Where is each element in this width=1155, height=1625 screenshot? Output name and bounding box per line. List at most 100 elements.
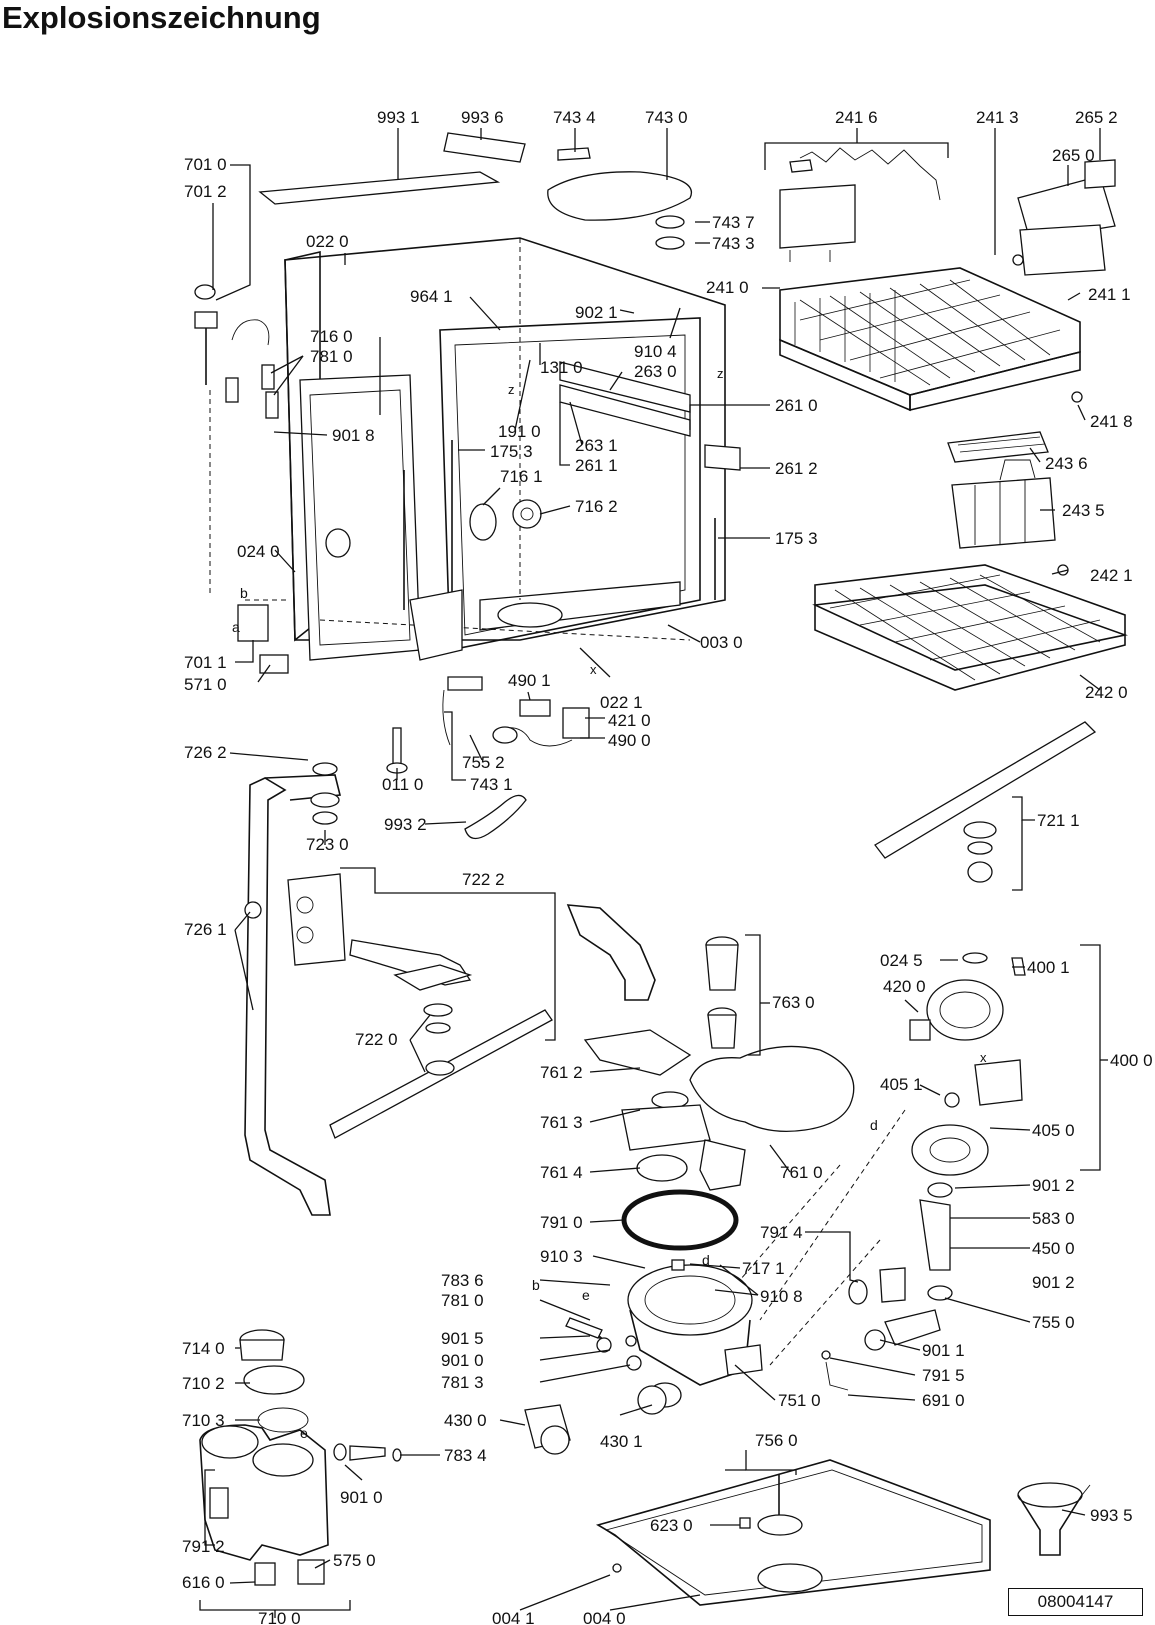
part-label: 583 0: [1032, 1209, 1075, 1228]
letter-mark: e: [582, 1287, 590, 1303]
part-label: 743 7: [712, 213, 755, 232]
part-label: 721 1: [1037, 811, 1080, 830]
water-pipe-parts: [244, 762, 346, 1216]
part-label: 723 0: [306, 835, 349, 854]
part-label: 430 0: [444, 1411, 487, 1430]
part-label: 791 2: [182, 1537, 225, 1556]
part-label: 710 0: [258, 1609, 301, 1625]
sump-body: [524, 1259, 763, 1455]
part-label: 420 0: [883, 977, 926, 996]
part-label: 024 5: [880, 951, 923, 970]
part-label: 993 2: [384, 815, 427, 834]
part-label: 022 0: [306, 232, 349, 251]
part-label: 004 1: [492, 1609, 535, 1625]
base-plate-icon: [595, 1459, 991, 1606]
lower-basket-icon: [812, 564, 1128, 691]
part-label: 265 2: [1075, 108, 1118, 127]
part-label: 241 8: [1090, 412, 1133, 431]
part-label: 901 0: [340, 1488, 383, 1507]
part-label: 910 3: [540, 1247, 583, 1266]
part-label: 901 0: [441, 1351, 484, 1370]
part-label: 263 1: [575, 436, 618, 455]
part-label: 743 0: [645, 108, 688, 127]
part-label: 716 1: [500, 467, 543, 486]
part-label: 726 2: [184, 743, 227, 762]
part-label: 701 0: [184, 155, 227, 174]
part-label: 901 2: [1032, 1176, 1075, 1195]
part-label: 400 0: [1110, 1051, 1153, 1070]
part-label: 743 4: [553, 108, 596, 127]
part-label: 241 3: [976, 108, 1019, 127]
part-label: 910 4: [634, 342, 677, 361]
part-label: 783 4: [444, 1446, 487, 1465]
part-label: 243 5: [1062, 501, 1105, 520]
part-label: 901 5: [441, 1329, 484, 1348]
leader-lines: [199, 128, 1108, 1618]
part-label: 571 0: [184, 675, 227, 694]
part-label: 791 5: [922, 1366, 965, 1385]
letter-marks: b a z z x d e b e d x e: [232, 366, 987, 1441]
part-label: 265 0: [1052, 146, 1095, 165]
letter-mark: d: [702, 1252, 710, 1268]
part-label: 024 0: [237, 542, 280, 561]
letter-mark: b: [240, 585, 248, 601]
part-label: 241 0: [706, 278, 749, 297]
part-label: 901 2: [1032, 1273, 1075, 1292]
part-label: 901 8: [332, 426, 375, 445]
part-label: 241 6: [835, 108, 878, 127]
lower-spray-arm: [329, 939, 553, 1139]
part-label: 716 0: [310, 327, 353, 346]
part-label: 716 2: [575, 497, 618, 516]
part-label: 011 0: [382, 775, 423, 794]
part-label: 755 0: [1032, 1313, 1075, 1332]
letter-mark: a: [232, 619, 240, 635]
funnel-part: [1017, 1482, 1091, 1556]
part-label: 022 1: [600, 693, 643, 712]
part-label: 242 0: [1085, 683, 1128, 702]
part-label: 743 3: [712, 234, 755, 253]
letter-mark: b: [532, 1277, 540, 1293]
part-label: 261 1: [575, 456, 618, 475]
part-label: 261 2: [775, 459, 818, 478]
part-label: 575 0: [333, 1551, 376, 1570]
part-label: 763 0: [772, 993, 815, 1012]
part-label: 726 1: [184, 920, 227, 939]
part-label: 131 0: [540, 358, 583, 377]
part-label: 191 0: [498, 422, 541, 441]
part-label: 710 3: [182, 1411, 225, 1430]
left-side-parts: [194, 284, 527, 840]
part-number-labels: 993 1 993 6 743 4 743 0 241 6 241 3 265 …: [182, 108, 1153, 1625]
part-label: 701 2: [184, 182, 227, 201]
letter-mark: d: [870, 1117, 878, 1133]
part-label: 791 0: [540, 1213, 583, 1232]
part-label: 175 3: [775, 529, 818, 548]
part-label: 261 0: [775, 396, 818, 415]
part-label: 717 1: [742, 1259, 785, 1278]
part-label: 490 1: [508, 671, 551, 690]
part-label: 910 8: [760, 1287, 803, 1306]
part-label: 756 0: [755, 1431, 798, 1450]
part-label: 405 1: [880, 1075, 923, 1094]
filter-sump-parts: [566, 904, 855, 1251]
basket-accessories: [779, 147, 1116, 403]
part-label: 616 0: [182, 1573, 225, 1592]
part-label: 004 0: [583, 1609, 626, 1625]
letter-mark: e: [586, 1299, 587, 1301]
part-label: 175 3: [490, 442, 533, 461]
letter-mark: z: [717, 366, 724, 381]
part-label: 993 5: [1090, 1506, 1133, 1525]
tub-frame-icon: [284, 237, 741, 661]
part-label: 242 1: [1090, 566, 1133, 585]
document-number: 08004147: [1008, 1588, 1143, 1616]
part-label: 714 0: [182, 1339, 225, 1358]
pump-motor-icon: [739, 952, 1026, 1391]
part-label: 623 0: [650, 1516, 693, 1535]
cutlery-basket-icon: [947, 431, 1056, 549]
part-label: 761 0: [780, 1163, 823, 1182]
part-label: 781 3: [441, 1373, 484, 1392]
part-label: 783 6: [441, 1271, 484, 1290]
letter-mark: x: [590, 662, 597, 677]
part-label: 450 0: [1032, 1239, 1075, 1258]
part-label: 743 1: [470, 775, 513, 794]
